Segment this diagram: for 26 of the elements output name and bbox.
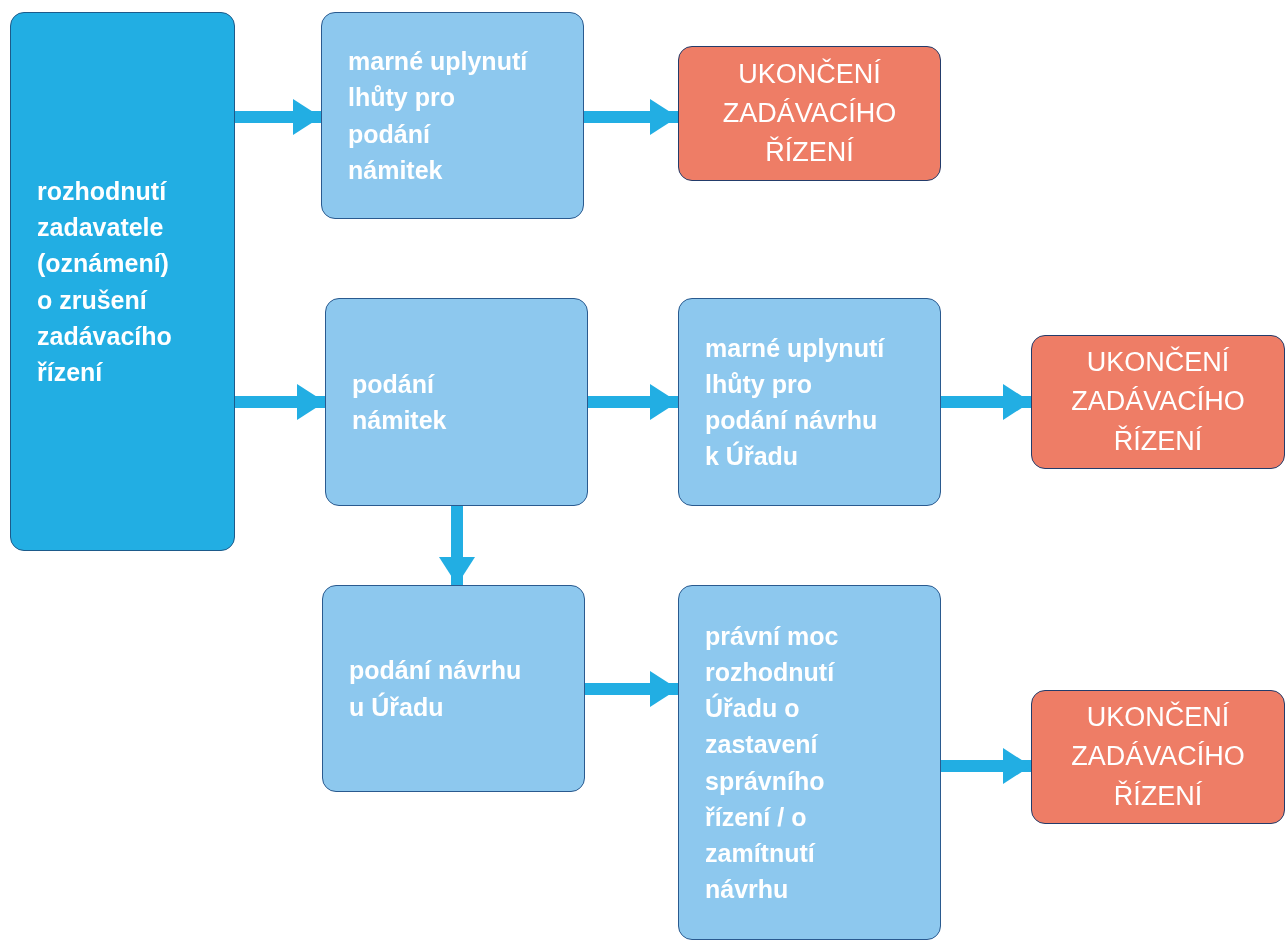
end-box — [1031, 335, 1285, 469]
arrow — [585, 671, 678, 707]
arrow — [941, 748, 1031, 784]
box-label: marné uplynutí lhůty pro podání námitek — [348, 46, 528, 186]
process-box — [678, 298, 941, 506]
process-box — [325, 298, 588, 506]
end-box — [678, 46, 941, 181]
arrow — [584, 99, 678, 135]
box-label: podání námitek — [352, 368, 448, 436]
arrow — [235, 384, 325, 420]
process-box — [322, 585, 585, 792]
end-box — [1031, 690, 1285, 824]
arrow — [235, 99, 321, 135]
box-label: UKONČENÍ ZADÁVACÍHO ŘÍZENÍ — [1070, 700, 1246, 813]
process-box — [678, 585, 941, 940]
arrow — [941, 384, 1031, 420]
box-label: rozhodnutí zadavatele (oznámení) o zrušení zadávacího řízení — [37, 175, 173, 388]
box-label: UKONČENÍ ZADÁVACÍHO ŘÍZENÍ — [721, 57, 898, 170]
arrow — [588, 384, 678, 420]
arrow — [439, 506, 475, 585]
box-label: marné uplynutí lhůty pro podání návrhu k Úřadu — [705, 332, 886, 473]
start-box — [10, 12, 235, 551]
box-label: právní moc rozhodnutí Úřadu o zastavení správního řízení / o zamítnutí návrhu — [705, 620, 840, 906]
box-label: UKONČENÍ ZADÁVACÍHO ŘÍZENÍ — [1070, 345, 1246, 458]
process-box — [321, 12, 584, 219]
box-label: podání návrhu u Úřadu — [349, 655, 523, 723]
